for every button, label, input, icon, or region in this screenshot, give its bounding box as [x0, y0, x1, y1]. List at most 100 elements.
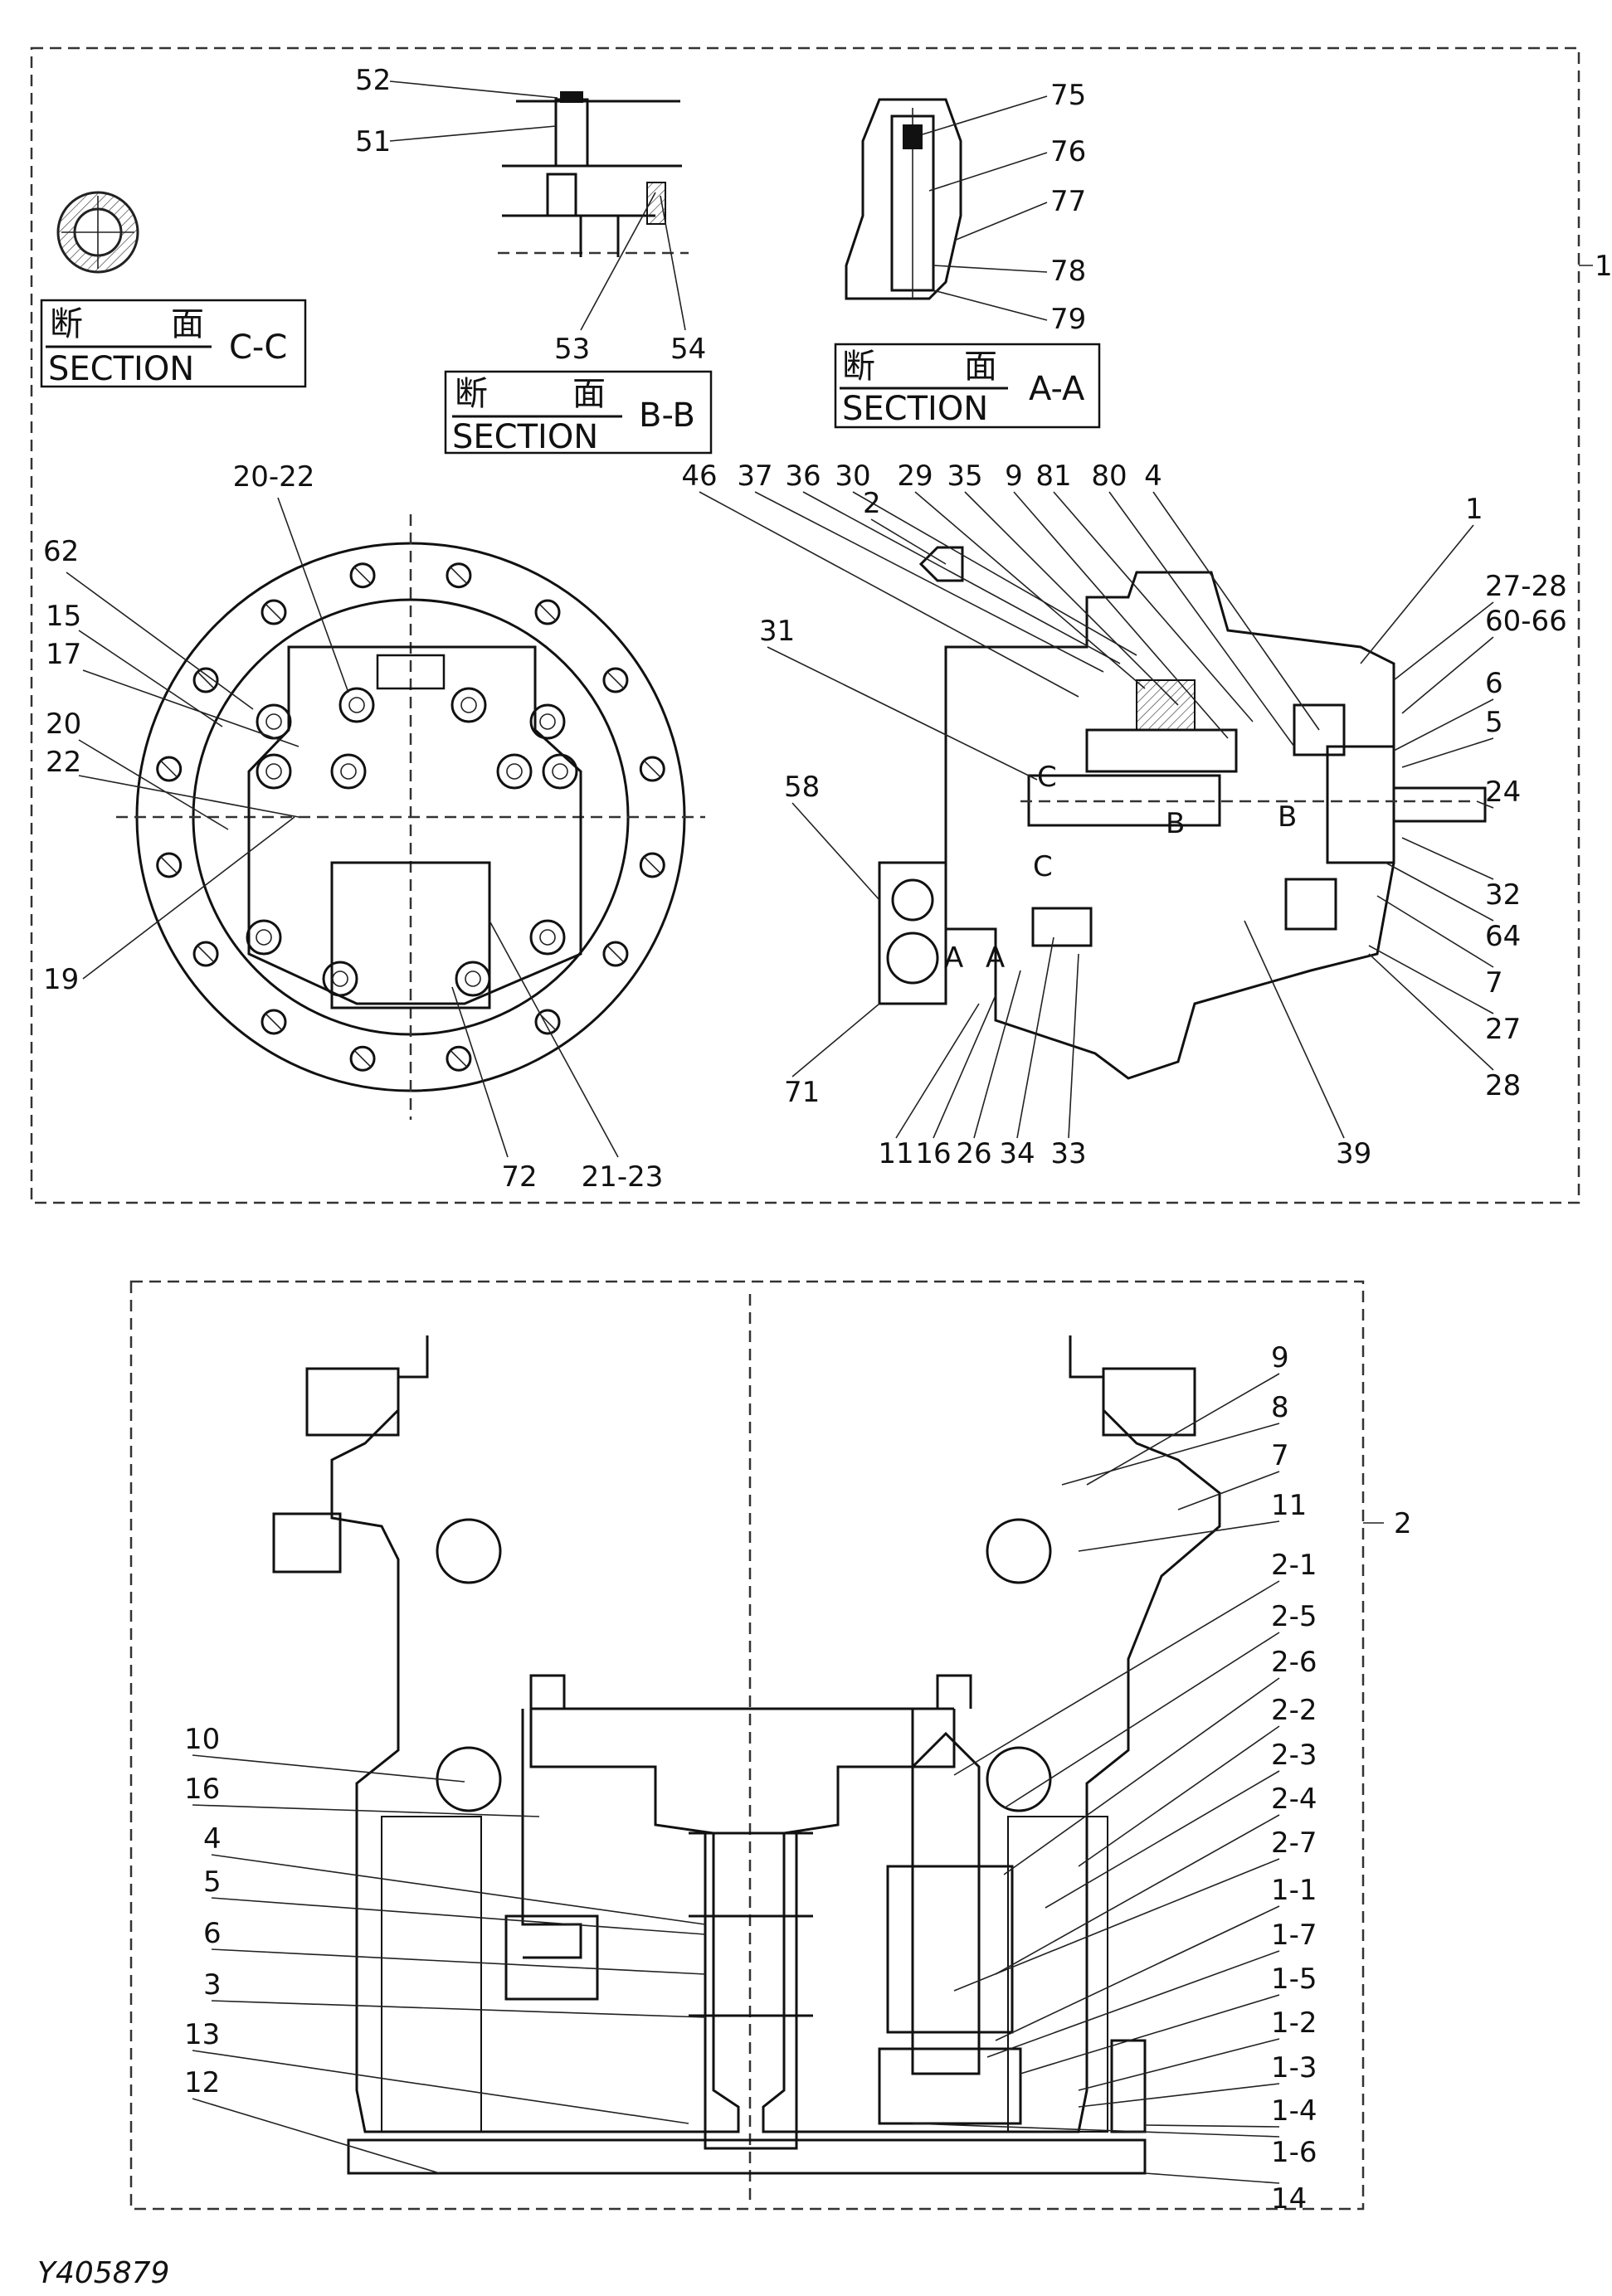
leader-line	[1108, 491, 1295, 747]
part-label: 1-6	[1271, 2136, 1317, 2169]
part-label: 2-1	[1271, 1549, 1317, 1582]
part-label: 37	[737, 460, 772, 493]
part-label: 6	[203, 1917, 222, 1950]
svg-text:22: 22	[46, 746, 81, 779]
part-label: 7	[1271, 1439, 1289, 1472]
leader-line	[802, 491, 1121, 664]
part-label: 3	[203, 1968, 222, 2002]
assembly-2-frame	[129, 1280, 1365, 2211]
part-label: 16	[184, 1773, 220, 1806]
part-label: 81	[1035, 460, 1071, 493]
part-label: 1-3	[1271, 2051, 1317, 2084]
leader-line	[1144, 2124, 1280, 2128]
part-label: 7	[1485, 966, 1503, 1000]
leader-line	[211, 1897, 706, 1935]
leader-line	[995, 1905, 1280, 2041]
part-label: 26	[956, 1137, 991, 1170]
leader-line	[192, 2098, 441, 2174]
leader-line	[1061, 1423, 1280, 1486]
part-label: 1-7	[1271, 1919, 1317, 1952]
svg-text:62: 62	[43, 535, 79, 568]
leader-line	[995, 1814, 1280, 1975]
part-label: 13	[184, 2018, 220, 2051]
part-label: 11	[1271, 1489, 1307, 1522]
leader-line	[1244, 920, 1345, 1139]
part-label: 5	[203, 1866, 222, 1899]
leader-line	[1003, 1632, 1280, 1809]
svg-text:B: B	[1278, 800, 1297, 834]
part-label: 1-5	[1271, 1963, 1317, 1996]
leader-line	[870, 518, 947, 565]
svg-text:54: 54	[670, 333, 706, 366]
part-label: 60-66	[1485, 605, 1567, 638]
figure-code: Y405879	[37, 2256, 169, 2290]
leader-line	[895, 1003, 980, 1139]
leader-line	[1152, 491, 1320, 731]
leader-line	[791, 802, 880, 901]
assembly-2-callout: 2	[1394, 1507, 1412, 1540]
section-aa: 75 76 77 78 79 断 面 SECTION A-A	[834, 79, 1101, 429]
svg-text:面: 面	[572, 375, 606, 413]
leader-line	[754, 491, 1104, 673]
part-label: 2-4	[1271, 1783, 1317, 1816]
leader-line	[1078, 2083, 1280, 2108]
svg-text:SECTION: SECTION	[452, 418, 598, 456]
leader-line	[1078, 1725, 1280, 1867]
leader-line	[953, 1858, 1280, 1992]
svg-text:79: 79	[1050, 303, 1086, 336]
leader-line	[973, 970, 1021, 1139]
part-label: 2-7	[1271, 1827, 1317, 1860]
svg-text:77: 77	[1050, 185, 1086, 218]
bottom-labels: 101645631312987112-12-52-62-22-32-42-71-…	[184, 1341, 1317, 2216]
part-label: 11	[878, 1137, 913, 1170]
part-label: 2-6	[1271, 1646, 1317, 1679]
leader-line	[1020, 1994, 1280, 2075]
leader-line	[964, 491, 1179, 706]
leader-line	[1068, 953, 1079, 1139]
svg-text:A: A	[944, 941, 963, 975]
svg-text:SECTION: SECTION	[842, 390, 988, 428]
front-view: 20-22 62 15 17 20 22 19 72 21-23	[43, 460, 705, 1194]
svg-text:72: 72	[501, 1160, 537, 1194]
part-label: 27-28	[1485, 570, 1567, 603]
leader-line	[211, 1854, 706, 1925]
leader-line	[1360, 524, 1474, 664]
part-label: 36	[785, 460, 821, 493]
part-label: 31	[759, 615, 795, 648]
part-label: 64	[1485, 920, 1521, 953]
part-label: 2	[863, 487, 881, 520]
part-label: 32	[1485, 878, 1521, 912]
part-label: 9	[1271, 1341, 1289, 1374]
leader-line	[192, 1754, 465, 1783]
svg-text:53: 53	[554, 333, 590, 366]
svg-text:52: 52	[355, 64, 391, 97]
leader-line	[986, 1950, 1280, 2058]
svg-text:SECTION: SECTION	[48, 350, 194, 388]
reduction-gear-section	[272, 1335, 1221, 2175]
svg-text:面: 面	[171, 305, 204, 343]
svg-text:76: 76	[1050, 135, 1086, 168]
svg-text:20-22: 20-22	[233, 460, 315, 494]
assembly-1-callout: 1	[1595, 250, 1612, 283]
part-label: 35	[947, 460, 982, 493]
svg-text:断: 断	[842, 348, 875, 386]
leader-line	[1053, 491, 1254, 722]
leader-line	[1401, 737, 1494, 768]
part-label: 24	[1485, 776, 1521, 809]
part-label: 71	[784, 1076, 820, 1109]
leader-line	[953, 1580, 1280, 1776]
svg-text:15: 15	[46, 600, 81, 633]
part-label: 6	[1485, 667, 1503, 700]
svg-text:A: A	[986, 941, 1005, 975]
leader-line	[1013, 491, 1229, 739]
part-label: 4	[203, 1822, 222, 1856]
part-label: 12	[184, 2066, 220, 2099]
assembly-1-frame	[30, 46, 1580, 1204]
part-label: 1-4	[1271, 2094, 1317, 2128]
part-label: 14	[1271, 2182, 1307, 2216]
part-label: 29	[897, 460, 933, 493]
section-bb: 52 51 53 54 断 面 SECTION B-B	[355, 64, 713, 456]
part-label: 10	[184, 1723, 220, 1756]
leader-line	[1393, 698, 1494, 752]
part-label: 8	[1271, 1391, 1289, 1424]
